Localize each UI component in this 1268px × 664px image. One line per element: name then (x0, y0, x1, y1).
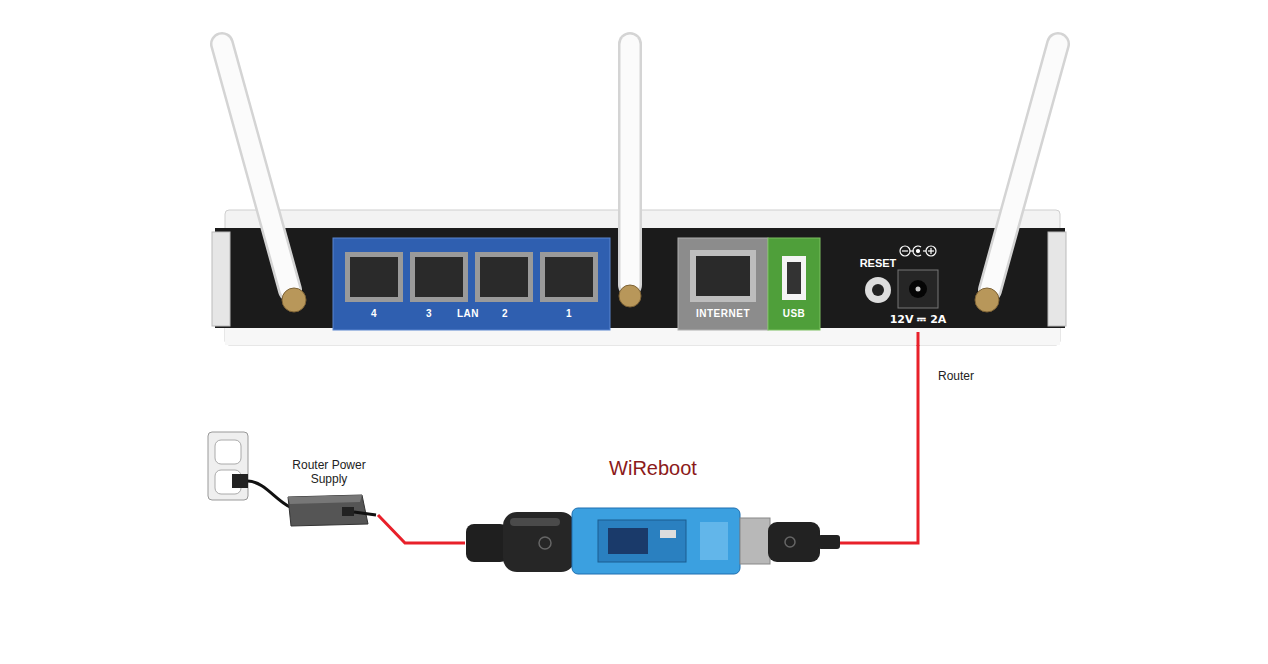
dc-jack (898, 270, 938, 308)
wireboot-device (768, 522, 820, 562)
usb-panel (768, 238, 820, 330)
wireboot-device (700, 522, 728, 560)
polarity-symbol (930, 248, 931, 254)
wireboot-device (503, 512, 575, 572)
polarity-symbol (900, 246, 936, 256)
label-text: Router Power Supply (283, 458, 375, 487)
antenna (222, 44, 290, 290)
wireboot-device (466, 508, 840, 574)
wireboot-device (740, 518, 770, 564)
antenna (990, 44, 1058, 290)
reset-button (872, 284, 884, 296)
usb-panel (782, 256, 806, 300)
antenna (222, 44, 290, 290)
wireboot-device (608, 528, 648, 554)
power-supply: Router Power Supply (280, 458, 378, 528)
wireboot-device (510, 518, 560, 526)
antenna-connector (975, 288, 999, 312)
internet-panel (678, 238, 768, 330)
power-wire (378, 515, 465, 543)
reset-button (865, 277, 891, 303)
polarity-symbol (902, 250, 908, 251)
antenna-connector (619, 285, 641, 307)
polarity-symbol (913, 246, 921, 256)
power-wire (917, 332, 920, 346)
antenna-connector (282, 288, 306, 312)
dc-jack (916, 287, 921, 292)
lan-panel (410, 252, 468, 302)
lan-panel (333, 238, 610, 330)
antenna (990, 44, 1058, 290)
usb-panel (768, 238, 820, 330)
lan-panel (415, 257, 463, 297)
wireboot-device (785, 537, 795, 547)
power-wire (840, 345, 918, 543)
antenna (222, 44, 1058, 290)
lan-panel (545, 257, 593, 297)
label-text: 4 (371, 308, 377, 319)
lan-panel (480, 257, 528, 297)
usb-panel (787, 262, 801, 294)
wireboot-device (466, 524, 508, 562)
dc-jack (909, 280, 927, 298)
lan-panel (475, 252, 533, 302)
wall-outlet (215, 440, 241, 464)
antenna (621, 44, 640, 285)
router-casing (225, 328, 1060, 345)
label-text: 3 (426, 308, 432, 319)
router-back-panel: RESET 12V ⎓ 2A 4 3 LAN 2 1 INTERNET USB (228, 210, 1058, 345)
router-casing (212, 232, 230, 326)
label-text: 1 (566, 308, 572, 319)
reset-button (865, 277, 891, 303)
wireboot-device (598, 520, 686, 562)
polarity-symbol (917, 250, 920, 253)
lan-panel (540, 252, 598, 302)
label-text: WiReboot (609, 457, 697, 480)
lan-panel (333, 238, 610, 330)
wireboot-device (660, 530, 676, 538)
internet-panel (696, 256, 750, 296)
label-text: 12V ⎓ 2A (890, 313, 947, 326)
usb-port-panel: USB (768, 238, 820, 330)
power-wire (918, 332, 919, 346)
router-casing (1048, 232, 1066, 326)
wall-outlet (208, 432, 248, 500)
label-text: INTERNET (696, 308, 750, 319)
wire-label: Router (938, 369, 974, 383)
dc-jack (898, 270, 938, 308)
lan-panel (350, 257, 398, 297)
internet-panel (690, 250, 756, 302)
wireboot-device (818, 535, 840, 549)
label-text: USB (783, 308, 806, 319)
label-text: LAN (457, 308, 479, 319)
wireboot-device (539, 537, 551, 549)
power-supply-brick (354, 512, 376, 515)
antenna-connector (282, 285, 999, 312)
wireboot-device (572, 508, 740, 574)
wall-outlet (208, 432, 248, 500)
antenna (618, 44, 642, 285)
label-text: RESET (860, 257, 897, 269)
power-cable (248, 481, 290, 507)
power-supply-brick (342, 507, 354, 516)
label-text: 2 (502, 308, 508, 319)
power-supply-brick (288, 495, 368, 526)
power-cable (248, 481, 290, 507)
power-supply-brick (288, 495, 376, 526)
wall-outlet (232, 474, 248, 488)
power-supply-brick (288, 495, 362, 504)
internet-port-panel: INTERNET (678, 238, 768, 330)
polarity-symbol (926, 246, 936, 256)
lan-panel (345, 252, 403, 302)
lan-port-panel: 4 3 LAN 2 1 (333, 238, 610, 330)
wireboot-device: WiReboot (465, 455, 840, 575)
polarity-symbol (900, 246, 910, 256)
internet-panel (678, 238, 768, 330)
